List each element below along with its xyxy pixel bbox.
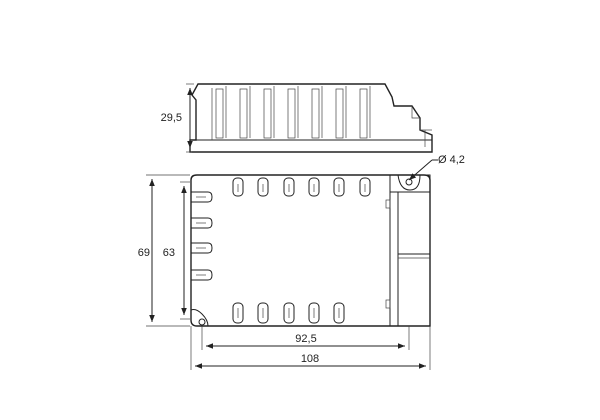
vent-slots-top [232,177,371,197]
side-view-outline [189,83,433,153]
dimension-outer-height: 69 [138,174,190,327]
dimension-hole-diameter: Ø 4,2 [408,154,465,181]
overall-length-label: 108 [301,353,319,365]
mounting-slot-left [190,309,209,327]
top-view: Ø 4,2 69 63 92,5 108 [138,154,465,370]
outer-height-label: 69 [138,247,150,259]
vent-slots-bottom [232,302,345,324]
side-height-label: 29,5 [161,112,182,124]
dimension-hole-spacing: 92,5 [201,326,410,350]
top-view-outline [190,174,431,327]
dimension-inner-height: 63 [163,181,190,320]
side-view-ribs [215,86,371,139]
inner-height-label: 63 [163,247,175,259]
side-rail [389,174,431,327]
hole-spacing-label: 92,5 [295,333,316,345]
side-view: 29,5 [161,83,433,153]
dimension-overall-length: 108 [190,326,431,370]
vent-slots-left [191,191,213,281]
mounting-slot-right [397,174,421,191]
hole-diameter-label: Ø 4,2 [438,154,465,166]
dimension-side-height: 29,5 [161,83,194,153]
